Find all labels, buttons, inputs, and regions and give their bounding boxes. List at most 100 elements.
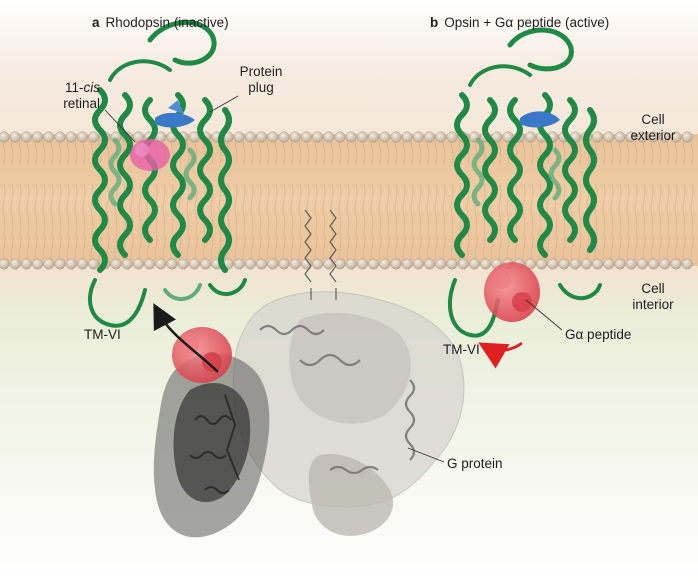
lipid-head: [356, 258, 368, 270]
lipid-head: [267, 131, 279, 143]
lipid-head: [401, 131, 413, 143]
panel-a-title: a Rhodopsin (inactive): [92, 15, 229, 31]
tm-vi-movement-arrow: [478, 341, 523, 369]
lipid-head: [412, 258, 424, 270]
lipid-head: [300, 258, 312, 270]
lipid-head: [188, 258, 200, 270]
lipid-head: [334, 131, 346, 143]
lipid-head: [32, 131, 44, 143]
lipid-head: [356, 131, 368, 143]
lipid-head: [412, 131, 424, 143]
lipid-head: [121, 258, 133, 270]
lipid-head: [0, 131, 10, 143]
protein-plug-label-line1: Protein: [239, 64, 283, 79]
lipid-head: [614, 258, 626, 270]
panel-b-title-text: Opsin + Gα peptide (active): [444, 15, 610, 30]
protein-plug-label-line2: plug: [248, 80, 274, 95]
panel-b-title: b Opsin + Gα peptide (active): [430, 15, 609, 31]
lipid-head: [670, 131, 682, 143]
lipid-head: [603, 131, 615, 143]
lipid-head: [468, 258, 480, 270]
lipid-head: [267, 258, 279, 270]
lipid-head: [200, 258, 212, 270]
lipid-head: [435, 131, 447, 143]
lipid-head: [580, 258, 592, 270]
retinal-label-line2: retinal: [63, 96, 100, 111]
lipid-head: [132, 258, 144, 270]
panel-a-letter: a: [92, 15, 100, 30]
lipid-head: [233, 131, 245, 143]
lipid-head: [244, 258, 256, 270]
lipid-head: [54, 258, 66, 270]
lipid-head: [144, 258, 156, 270]
lipid-head: [569, 258, 581, 270]
tm-vi-label-b: TM-VI: [443, 342, 480, 357]
g-alpha-peptide-bound: [484, 262, 540, 322]
retinal-label-cis: cis: [83, 80, 101, 95]
lipid-head: [65, 258, 77, 270]
panel-b-letter: b: [430, 15, 439, 30]
lipid-head: [300, 131, 312, 143]
lipid-head: [536, 258, 548, 270]
lipid-head: [345, 131, 357, 143]
lipid-head: [54, 131, 66, 143]
lipid-heads-bottom: [0, 258, 693, 270]
lipid-head: [88, 258, 100, 270]
lipid-head: [323, 131, 335, 143]
lipid-head: [625, 258, 637, 270]
lipid-head: [648, 131, 660, 143]
lipid-head: [659, 258, 671, 270]
lipid-head: [390, 258, 402, 270]
g-alpha-c-terminus-a: [172, 327, 232, 383]
lipid-head: [379, 131, 391, 143]
lipid-head: [289, 131, 301, 143]
cell-exterior-line2: exterior: [630, 128, 676, 143]
lipid-head: [244, 131, 256, 143]
protein-plug-a: [155, 112, 195, 128]
retinal-label: 11-cis retinal: [40, 80, 100, 112]
lipid-head: [110, 258, 122, 270]
cell-interior-line1: Cell: [641, 281, 665, 296]
lipid-head: [524, 258, 536, 270]
lipid-head: [592, 258, 604, 270]
lipid-head: [424, 258, 436, 270]
lipid-head: [547, 258, 559, 270]
lipid-head: [603, 258, 615, 270]
lipid-head: [88, 131, 100, 143]
lipid-head: [524, 131, 536, 143]
lipid-head: [76, 258, 88, 270]
cell-exterior-label: Cell exterior: [620, 112, 686, 144]
lipid-head: [278, 258, 290, 270]
lipid-head: [20, 131, 32, 143]
lipid-head: [256, 258, 268, 270]
lipid-head: [401, 258, 413, 270]
cell-interior-label: Cell interior: [620, 281, 686, 313]
lipid-head: [177, 258, 189, 270]
label-leader-lines: [104, 95, 563, 463]
lipid-head: [592, 131, 604, 143]
lipid-head: [446, 131, 458, 143]
lipid-head: [334, 258, 346, 270]
lipid-head: [614, 131, 626, 143]
lipid-head: [65, 131, 77, 143]
protein-plug-a-2: [168, 100, 184, 114]
lipid-head: [424, 131, 436, 143]
lipid-head: [9, 258, 21, 270]
lipid-head: [368, 258, 380, 270]
lipid-head: [446, 258, 458, 270]
lipid-head: [312, 258, 324, 270]
lipid-head: [32, 258, 44, 270]
lipid-head: [233, 258, 245, 270]
lipid-head: [256, 131, 268, 143]
lipid-head: [681, 258, 693, 270]
panel-a-title-text: Rhodopsin (inactive): [105, 15, 229, 30]
lipid-head: [659, 131, 671, 143]
lipid-head: [636, 258, 648, 270]
binding-arrow: [153, 303, 219, 373]
protein-plug-b: [520, 111, 560, 128]
retinal-label-prefix: 11-: [64, 80, 84, 95]
lipid-head: [43, 131, 55, 143]
lipid-head: [625, 131, 637, 143]
lipid-head: [9, 131, 21, 143]
cell-exterior-line1: Cell: [641, 112, 665, 127]
